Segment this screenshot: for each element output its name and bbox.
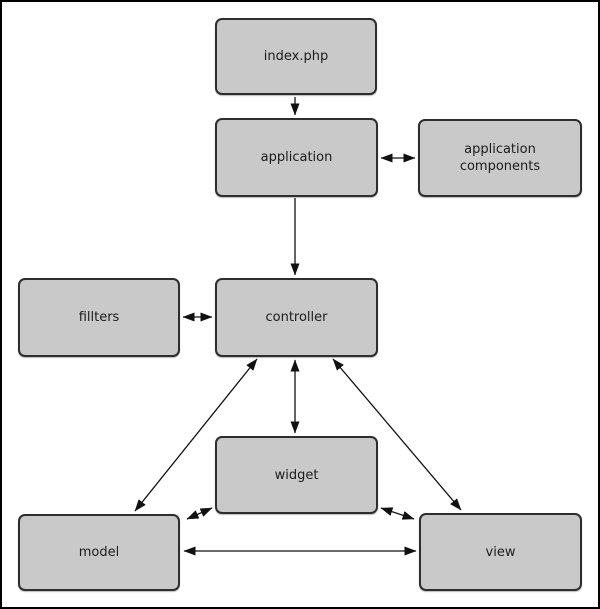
node-application-components: application components: [418, 119, 582, 197]
edge-controller-model: [134, 358, 258, 512]
node-index-php: index.php: [215, 18, 377, 95]
edge-widget-view: [380, 507, 415, 520]
node-fillters: fillters: [18, 278, 180, 357]
edge-widget-model: [186, 507, 213, 520]
node-application: application: [215, 118, 378, 197]
node-view: view: [419, 513, 582, 591]
node-controller: controller: [215, 278, 378, 357]
node-model: model: [18, 514, 180, 591]
node-widget: widget: [215, 436, 378, 514]
edge-controller-view: [332, 358, 462, 511]
